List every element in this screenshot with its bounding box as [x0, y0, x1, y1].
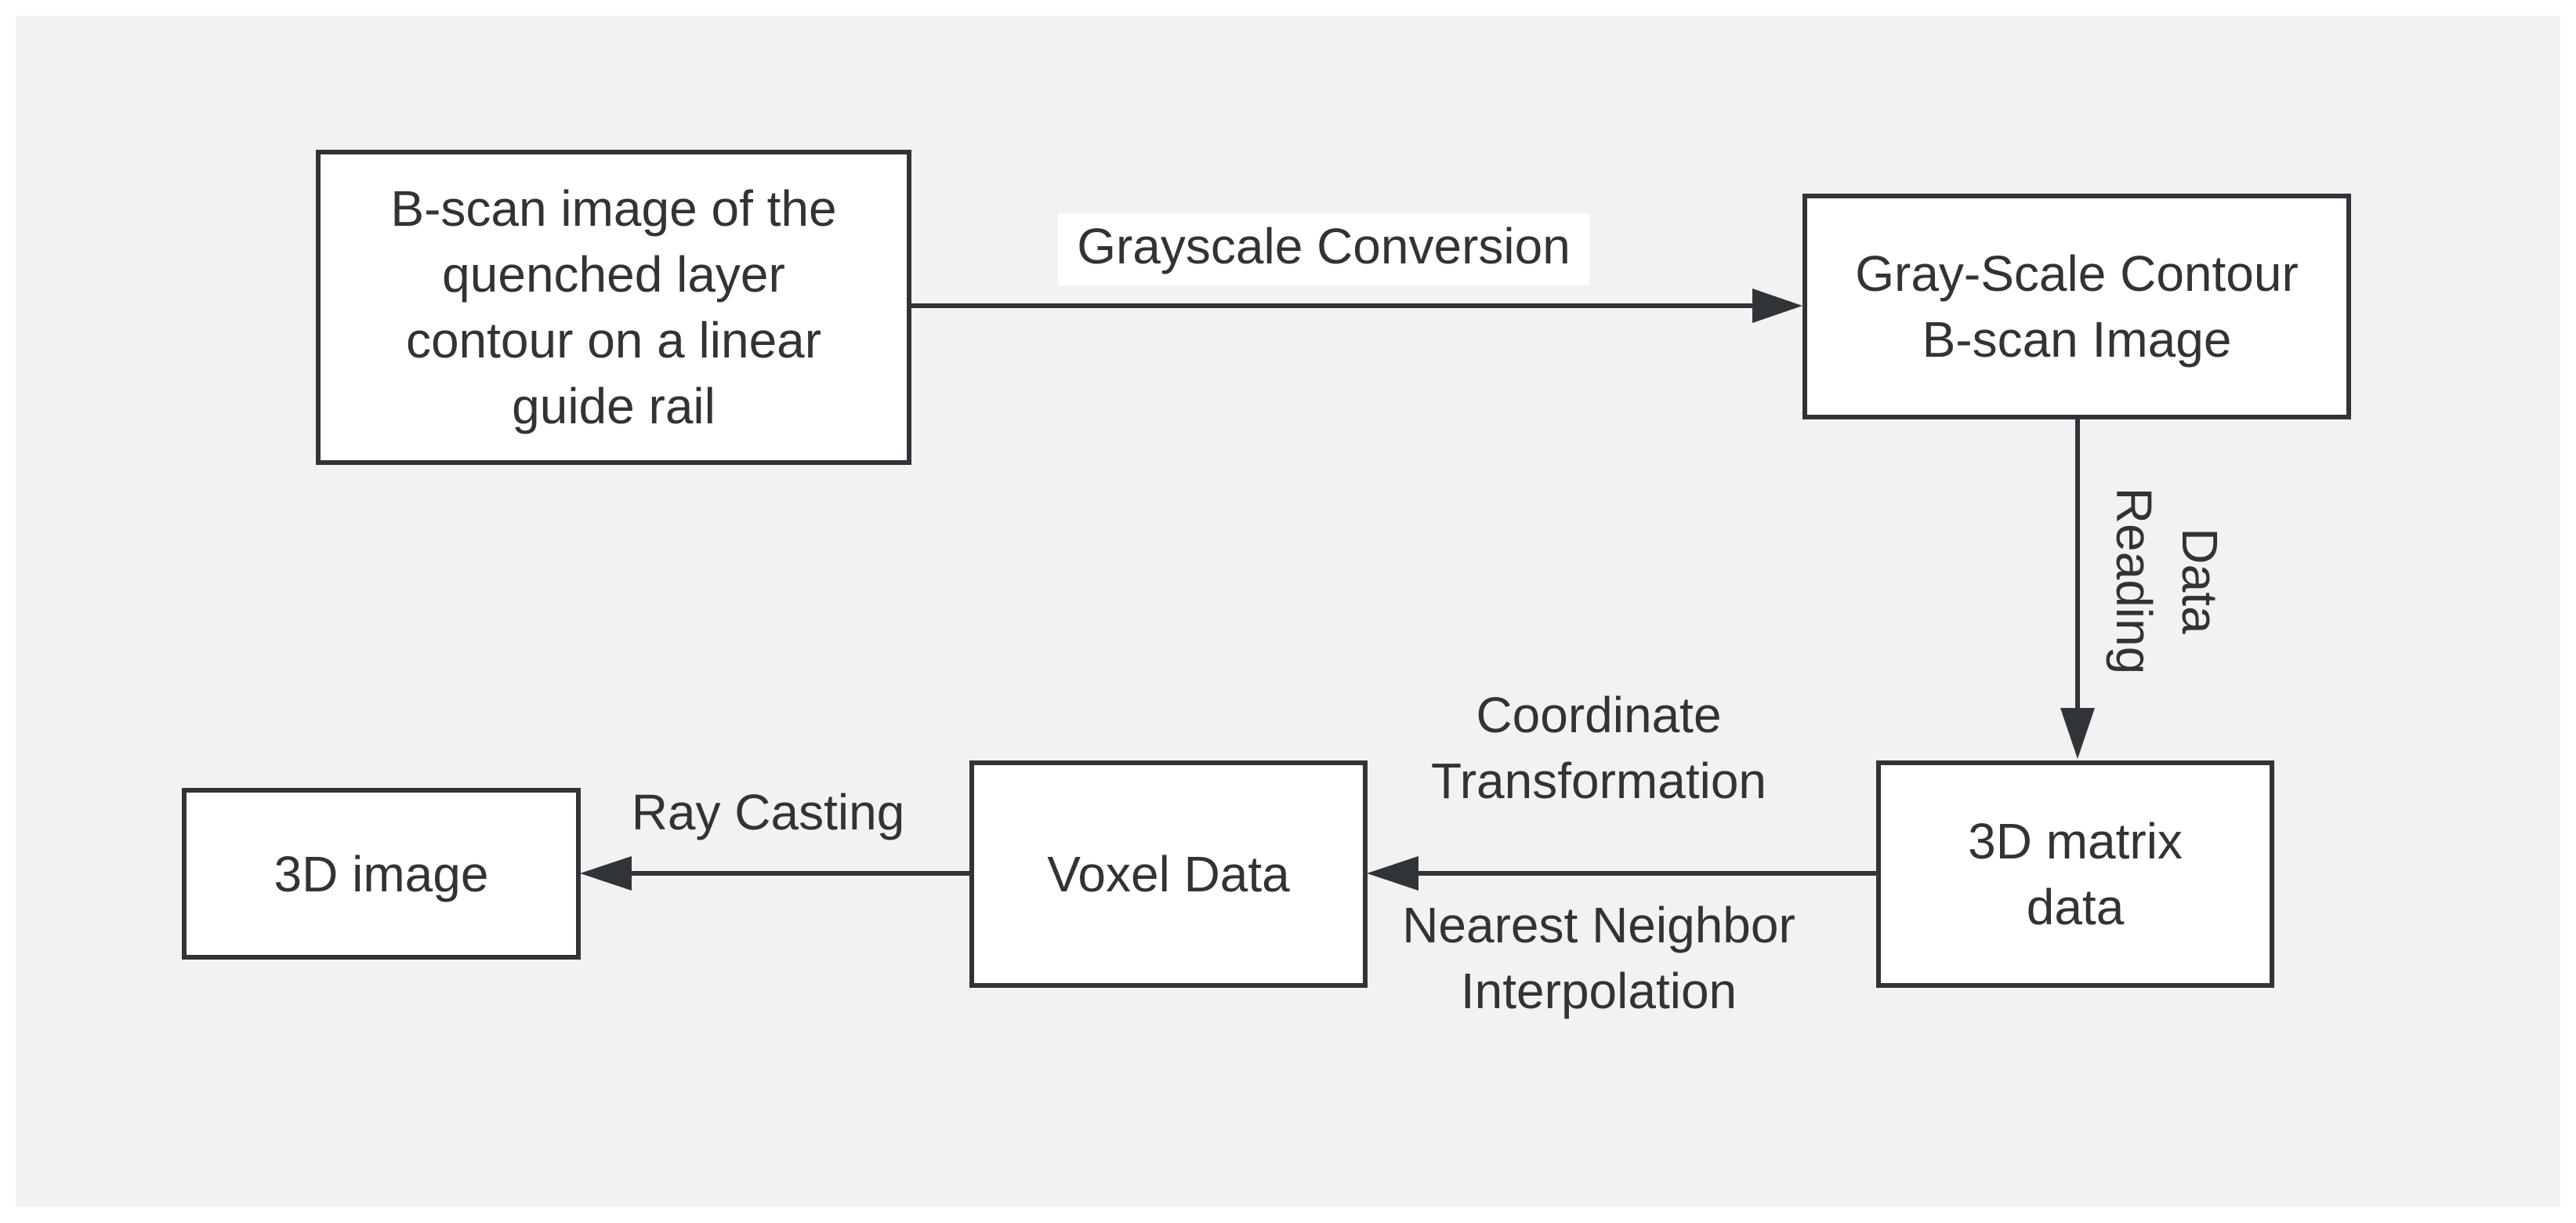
node-voxel-data-label: Voxel Data [1047, 846, 1290, 902]
edge-label-grayscale-conversion: Grayscale Conversion [1058, 213, 1589, 285]
arrowhead-grayscale-conversion [1752, 289, 1802, 323]
node-grayscale-image: Gray-Scale Contour B-scan Image [1802, 194, 2351, 419]
arrowhead-ray-casting [580, 856, 632, 891]
node-voxel-data: Voxel Data [969, 760, 1368, 988]
arrowhead-data-reading [2060, 708, 2095, 759]
arrowhead-coordinate-transformation [1367, 856, 1418, 891]
node-image-3d-label: 3D image [274, 845, 489, 902]
edge-label-ray-casting: Ray Casting [631, 784, 905, 840]
node-matrix-data: 3D matrix data [1876, 760, 2274, 988]
edge-label-nearest-neighbor-interpolation: Nearest Neighbor Interpolation [1402, 897, 1795, 1019]
edge-label-coordinate-transformation: Coordinate Transformation [1431, 687, 1766, 809]
node-image-3d: 3D image [182, 788, 581, 960]
node-matrix-data-label: 3D matrix data [1968, 813, 2183, 935]
node-bscan-source-label: B-scan image of the quenched layer conto… [390, 180, 837, 434]
edge-label-data-reading: Data Reading [2106, 487, 2228, 675]
node-bscan-source: B-scan image of the quenched layer conto… [316, 150, 911, 465]
node-grayscale-image-label: Gray-Scale Contour B-scan Image [1855, 245, 2299, 368]
